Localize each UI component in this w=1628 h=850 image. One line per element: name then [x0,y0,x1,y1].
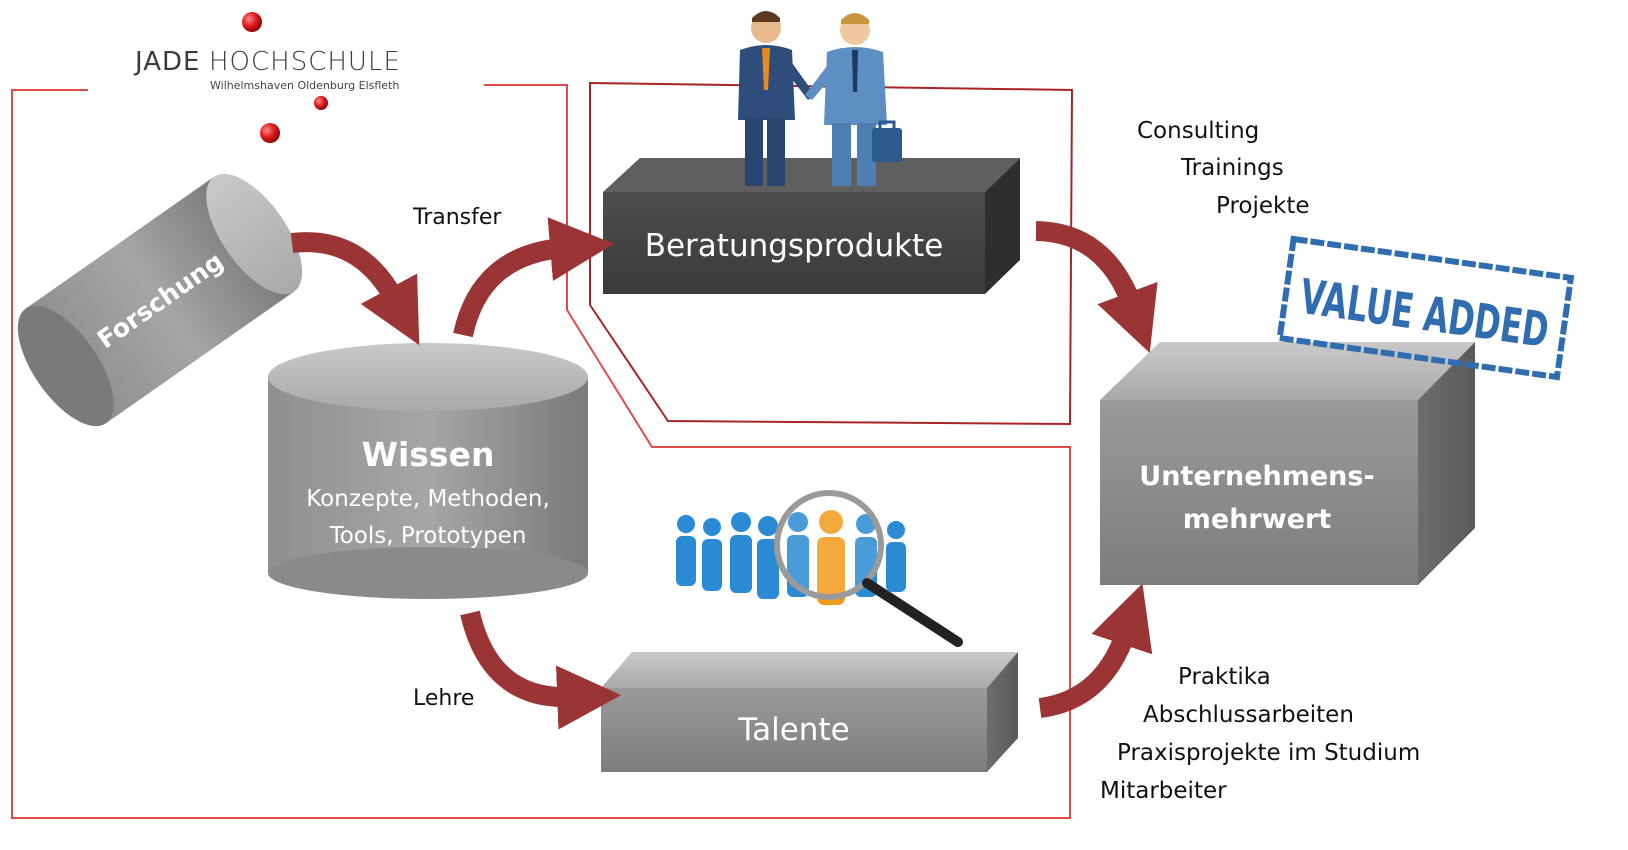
offer-praktika: Praktika [1178,664,1271,690]
offer-abschlussarbeiten: Abschlussarbeiten [1143,702,1354,728]
arrow-knowledge-to-products [453,217,615,338]
consulting-products-box: Beratungsprodukte [603,158,1020,294]
flow-arrows [290,217,1158,730]
research-cylinder: Forschung [17,173,303,427]
talent-offers-list: Praktika Abschlussarbeiten Praxisprojekt… [1100,664,1420,804]
logo-ball-top [242,12,262,32]
company-value-box: Unternehmens- mehrwert [1100,342,1475,585]
consulting-offers-list: Consulting Trainings Projekte [1137,118,1310,219]
company-value-line1: Unternehmens- [1139,461,1374,492]
talents-label: Talente [737,712,849,748]
offer-praxisprojekte: Praxisprojekte im Studium [1117,740,1420,766]
teaching-label: Lehre [413,686,474,711]
company-value-line2: mehrwert [1183,504,1332,535]
offer-projekte: Projekte [1216,193,1310,219]
logo-brand-left: JADE [133,47,200,77]
talents-box: Talente [601,652,1018,772]
arrow-research-to-knowledge [290,232,420,346]
knowledge-line2: Tools, Prototypen [329,523,527,549]
arrow-knowledge-to-talents [460,610,622,730]
knowledge-title: Wissen [362,435,495,474]
knowledge-cylinder: Wissen Konzepte, Methoden, Tools, Protot… [268,343,588,599]
consulting-products-label: Beratungsprodukte [645,228,944,264]
knowledge-line1: Konzepte, Methoden, [306,486,550,512]
logo-ball-low [260,123,280,143]
offer-trainings: Trainings [1180,155,1284,181]
arrow-products-to-value [1035,221,1158,354]
logo-subtitle: Wilhelmshaven Oldenburg Elsfleth [210,79,399,92]
logo-brand-right: HOCHSCHULE [209,47,401,77]
arrow-talents-to-value [1038,583,1153,718]
transfer-label: Transfer [412,205,502,230]
offer-mitarbeiter: Mitarbeiter [1100,778,1227,804]
offer-consulting: Consulting [1137,118,1259,144]
businessmen-handshake-illustration [738,11,902,186]
logo-ball-mid [314,96,328,110]
jade-hochschule-logo: JADE HOCHSCHULE Wilhelmshaven Oldenburg … [133,12,401,143]
talent-search-illustration [676,490,963,647]
